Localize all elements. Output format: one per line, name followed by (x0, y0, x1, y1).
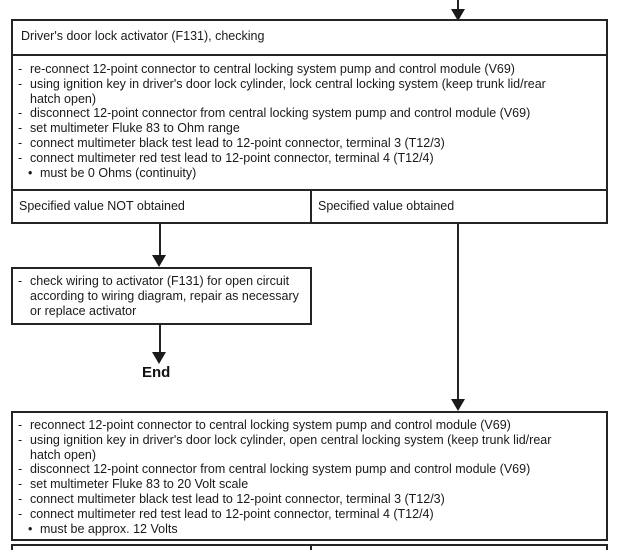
step-line: - using ignition key in driver's door lo… (18, 77, 600, 92)
decision-cell-obtained: Specified value obtained (310, 189, 608, 224)
step-marker: - (18, 106, 23, 121)
step-marker: - (18, 76, 23, 91)
arrowhead-down-icon (451, 399, 465, 411)
step-line: - connect multimeter red test lead to 12… (18, 507, 600, 522)
step-text: must be approx. 12 Volts (40, 521, 178, 536)
step-line: hatch open) (18, 448, 600, 463)
step-marker: - (18, 62, 23, 76)
decision-right-label: Specified value obtained (318, 199, 455, 213)
step-line: • must be approx. 12 Volts (18, 522, 600, 537)
step-text: set multimeter Fluke 83 to 20 Volt scale (30, 477, 249, 492)
result-row-partial-right (310, 544, 608, 550)
step-line: • must be 0 Ohms (continuity) (18, 166, 600, 181)
action-box: - check wiring to activator (F131) for o… (11, 267, 312, 325)
connector-line-top (457, 0, 459, 10)
step-text: disconnect 12-point connector from centr… (30, 106, 531, 121)
step-marker: - (18, 432, 23, 447)
step-text: connect multimeter black test lead to 12… (30, 491, 445, 506)
step-marker: - (18, 462, 23, 477)
result-row-partial-left (11, 544, 312, 550)
connector-line-right-branch (457, 224, 459, 401)
step-marker (18, 304, 30, 319)
step-marker: • (28, 165, 33, 180)
step-text: connect multimeter red test lead to 12-p… (30, 506, 434, 521)
arrowhead-down-icon (152, 352, 166, 364)
step-text: using ignition key in driver's door lock… (30, 432, 552, 447)
step-text: connect multimeter red test lead to 12-p… (30, 150, 434, 165)
step-text: reconnect 12-point connector to central … (30, 418, 511, 432)
step-marker: - (18, 150, 23, 165)
step-marker (18, 448, 30, 463)
step-text: set multimeter Fluke 83 to Ohm range (30, 121, 240, 136)
step-marker (18, 92, 30, 107)
step-text: re-connect 12-point connector to central… (30, 62, 515, 76)
action-line: or replace activator (18, 304, 306, 319)
title-box: Driver's door lock activator (F131), che… (11, 19, 608, 56)
step-line: - disconnect 12-point connector from cen… (18, 106, 600, 121)
action-line: - check wiring to activator (F131) for o… (18, 274, 306, 289)
step-text: according to wiring diagram, repair as n… (30, 288, 299, 303)
step-line: - set multimeter Fluke 83 to 20 Volt sca… (18, 477, 600, 492)
step-text: check wiring to activator (F131) for ope… (30, 274, 290, 288)
step-marker: - (18, 477, 23, 492)
step-marker: - (18, 491, 23, 506)
step-line: - set multimeter Fluke 83 to Ohm range (18, 121, 600, 136)
step-text: hatch open) (30, 447, 97, 462)
procedure-box-2: - reconnect 12-point connector to centra… (11, 411, 608, 541)
step-text: or replace activator (30, 303, 137, 318)
step-marker: - (18, 418, 23, 432)
step-line: - disconnect 12-point connector from cen… (18, 462, 600, 477)
step-line: hatch open) (18, 92, 600, 107)
step-marker (18, 289, 30, 304)
step-line: - re-connect 12-point connector to centr… (18, 62, 600, 77)
end-label: End (142, 364, 171, 381)
step-text: must be 0 Ohms (continuity) (40, 165, 197, 180)
step-line: - connect multimeter red test lead to 12… (18, 151, 600, 166)
arrowhead-down-icon (451, 9, 465, 21)
title-text: Driver's door lock activator (F131), che… (21, 29, 265, 43)
step-marker: - (18, 274, 23, 288)
step-text: connect multimeter black test lead to 12… (30, 135, 445, 150)
action-line: according to wiring diagram, repair as n… (18, 289, 306, 304)
step-marker: - (18, 121, 23, 136)
step-text: hatch open) (30, 91, 97, 106)
step-marker: • (28, 521, 33, 536)
step-text: disconnect 12-point connector from centr… (30, 462, 531, 477)
step-line: - connect multimeter black test lead to … (18, 492, 600, 507)
step-marker: - (18, 506, 23, 521)
arrowhead-down-icon (152, 255, 166, 267)
step-marker: - (18, 135, 23, 150)
step-text: using ignition key in driver's door lock… (30, 76, 546, 91)
connector-line-left-branch (159, 224, 161, 257)
procedure-box-1: - re-connect 12-point connector to centr… (11, 54, 608, 191)
decision-left-label: Specified value NOT obtained (19, 199, 185, 213)
decision-cell-not-obtained: Specified value NOT obtained (11, 189, 312, 224)
connector-line-end (159, 325, 161, 354)
step-line: - reconnect 12-point connector to centra… (18, 418, 600, 433)
step-line: - connect multimeter black test lead to … (18, 136, 600, 151)
step-line: - using ignition key in driver's door lo… (18, 433, 600, 448)
